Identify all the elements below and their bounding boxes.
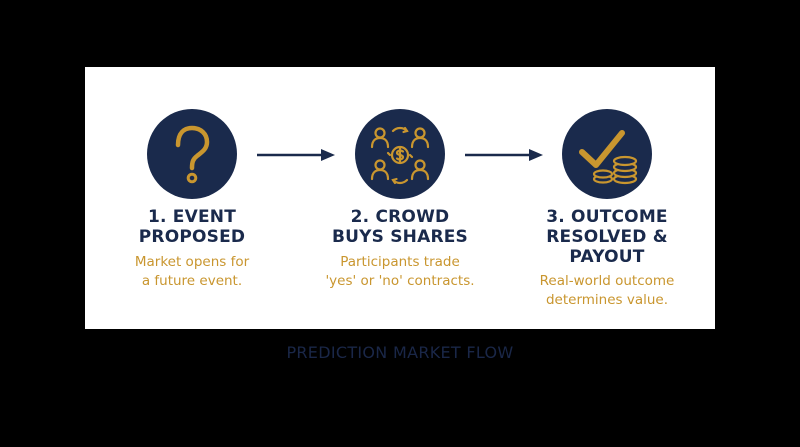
step-3-title-line1: 3. OUTCOME	[546, 207, 668, 227]
step-1-desc-line1: Market opens for	[134, 254, 250, 270]
step-3-title: 3. OUTCOME RESOLVED & PAYOUT	[507, 207, 707, 267]
step-1-title-line1: 1. EVENT	[147, 207, 236, 227]
step-2-description: Participants trade 'yes' or 'no' contrac…	[300, 253, 500, 291]
step-2-desc-line1: Participants trade	[340, 254, 460, 270]
step-2-icon-circle	[355, 109, 445, 199]
step-1-icon-circle	[147, 109, 237, 199]
crowd-exchange-icon	[370, 126, 430, 185]
diagram-caption: PREDICTION MARKET FLOW	[286, 343, 514, 362]
step-1-description: Market opens for a future event.	[92, 253, 292, 291]
step-3-icon-circle	[562, 109, 652, 199]
step-2-desc-line2: 'yes' or 'no' contracts.	[325, 273, 475, 289]
step-1-title-line2: PROPOSED	[138, 227, 246, 247]
step-2-title-line1: 2. CROWD	[350, 207, 450, 227]
step-3-title-line3: PAYOUT	[569, 247, 645, 267]
checkmark-coins-icon	[579, 130, 638, 185]
step-3-description: Real-world outcome determines value.	[507, 272, 707, 310]
step-1-desc-line2: a future event.	[141, 273, 243, 289]
flow-card: 1. EVENT PROPOSED Market opens for a fut…	[85, 67, 715, 329]
arrow-right-icon	[465, 149, 543, 161]
step-2-title-line2: BUYS SHARES	[331, 227, 468, 247]
arrow-right-icon	[257, 149, 335, 161]
step-3-desc-line1: Real-world outcome	[539, 273, 675, 289]
step-2-title: 2. CROWD BUYS SHARES	[300, 207, 500, 247]
step-1-title: 1. EVENT PROPOSED	[92, 207, 292, 247]
step-3-title-line2: RESOLVED &	[546, 227, 668, 247]
step-3-desc-line2: determines value.	[545, 292, 669, 308]
question-mark-icon	[175, 125, 210, 184]
